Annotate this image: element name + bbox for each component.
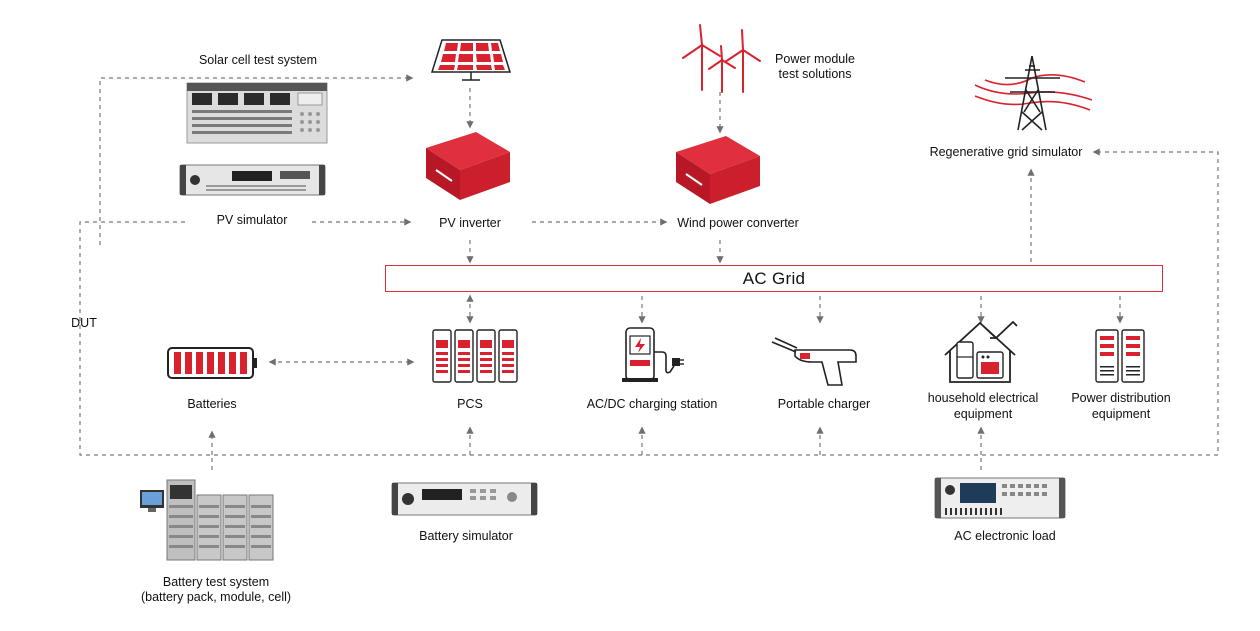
pv-inverter-label: PV inverter: [439, 216, 501, 230]
instrument-rack-icon: [186, 82, 328, 144]
battery-test-system-icon: [140, 479, 274, 561]
batteries-label: Batteries: [187, 397, 237, 411]
power-distribution-label-line1: Power distribution: [1071, 391, 1171, 405]
transmission-tower-icon: [974, 55, 1093, 131]
pcs-label: PCS: [457, 397, 483, 411]
battery-simulator-label: Battery simulator: [419, 529, 513, 543]
ac-load-unit-icon: [934, 477, 1066, 519]
distribution-cabinet-icon: [1095, 329, 1145, 383]
charging-station-label: AC/DC charging station: [586, 397, 718, 411]
dut-label: DUT: [71, 316, 97, 330]
battery-simulator-unit-icon: [391, 482, 538, 516]
power-module-label-line1: Power module: [775, 52, 855, 66]
ac-electronic-load-label: AC electronic load: [954, 529, 1056, 543]
charging-station-icon: [622, 327, 684, 382]
battery-test-system-label-line2: (battery pack, module, cell): [140, 590, 292, 604]
regen-grid-simulator-label: Regenerative grid simulator: [929, 145, 1083, 159]
ac-grid-label: AC Grid: [742, 268, 806, 288]
pcs-cabinet-icon: [432, 329, 518, 383]
wind-turbine-icon: [682, 24, 761, 93]
ac-grid-bar: AC Grid: [385, 265, 1163, 292]
pv-simulator-unit-icon: [179, 164, 326, 196]
inverter-box-icon: [426, 132, 510, 200]
portable-charger-label: Portable charger: [777, 397, 871, 411]
power-module-label-line2: test solutions: [778, 67, 852, 81]
solar-cell-test-system-label: Solar cell test system: [198, 53, 318, 67]
household-label-line1: household electrical: [927, 391, 1039, 405]
dut-loop-left: [79, 148, 1219, 456]
power-distribution-label-line2: equipment: [1091, 407, 1151, 421]
wind-converter-label: Wind power converter: [677, 216, 799, 230]
battery-test-system-label-line1: Battery test system: [162, 575, 270, 589]
house-icon: [944, 320, 1018, 383]
solar-panel-icon: [430, 39, 512, 81]
connector-lines: [79, 74, 1219, 470]
pv-simulator-label: PV simulator: [216, 213, 288, 227]
household-label-line2: equipment: [953, 407, 1013, 421]
wind-converter-box-icon: [676, 136, 760, 204]
portable-charger-icon: [771, 337, 857, 386]
battery-icon: [167, 347, 257, 379]
